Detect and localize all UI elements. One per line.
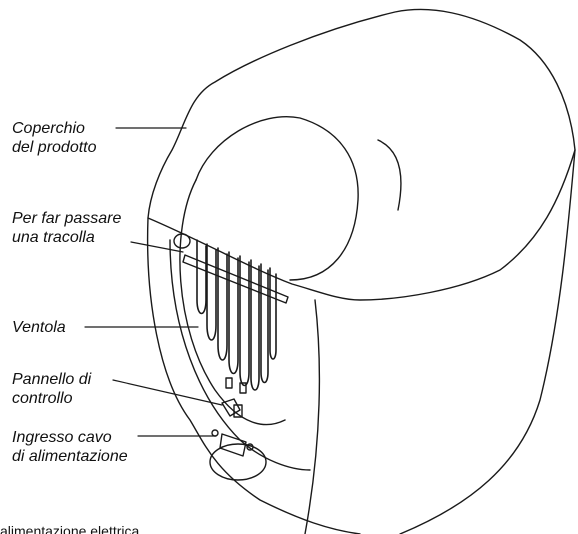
label-cover-line2: del prodotto [12,138,97,157]
label-cover: Coperchio del prodotto [12,119,97,157]
label-strap-line2: una tracolla [12,228,121,247]
cover-edge-curve [378,140,401,210]
power-inlet-socket [220,434,246,456]
label-strap-line1: Per far passare [12,209,121,228]
product-cover [148,9,575,300]
label-control-panel: Pannello di controllo [12,370,91,408]
device-body-side-inner [305,300,319,534]
footer-caption: alimentazione elettrica [0,523,139,534]
label-fan-line1: Ventola [12,318,66,337]
device-body-side [400,150,575,534]
cover-inner-oval [196,117,358,280]
label-strap: Per far passare una tracolla [12,209,121,247]
label-fan: Ventola [12,318,66,337]
label-control-panel-line1: Pannello di [12,370,91,389]
label-power-inlet: Ingresso cavo di alimentazione [12,428,128,466]
label-cover-line1: Coperchio [12,119,97,138]
strap-bar [183,255,288,303]
label-power-inlet-line2: di alimentazione [12,447,128,466]
fan-vents [197,240,276,390]
control-button-left [226,378,232,388]
label-control-panel-line2: controllo [12,389,91,408]
power-inlet-base [210,444,266,480]
strap-hole [174,234,190,248]
inlet-screw-left [212,430,218,436]
leader-lines [85,128,222,436]
label-power-inlet-line1: Ingresso cavo [12,428,128,447]
